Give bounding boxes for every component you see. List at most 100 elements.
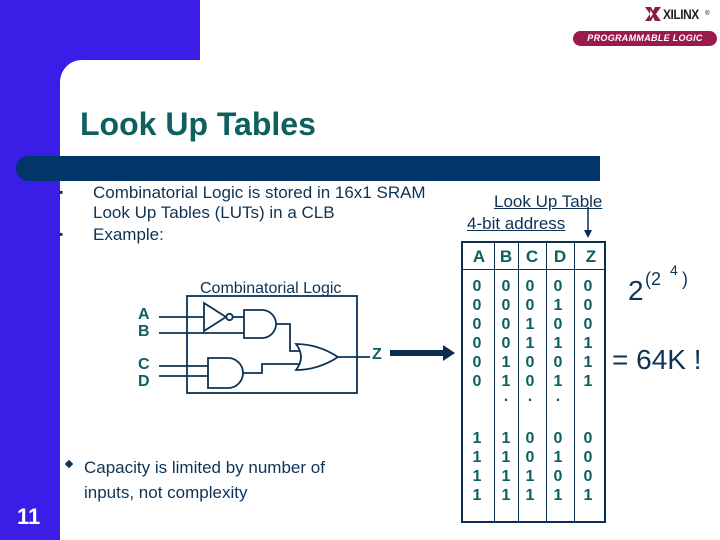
- header-c: C: [525, 247, 539, 266]
- formula-result: = 64K !: [612, 344, 702, 375]
- registered-mark: ®: [705, 11, 710, 17]
- cell: 0: [525, 373, 535, 390]
- cell: 1: [583, 335, 593, 352]
- tagline-badge: PROGRAMMABLE LOGIC: [573, 31, 717, 46]
- cell: 0: [553, 430, 563, 447]
- cell: 0: [583, 468, 593, 485]
- ellipsis-dot: .: [555, 388, 561, 405]
- ellipsis-dot: .: [503, 388, 509, 405]
- cell: 1: [501, 487, 511, 504]
- slide-content-area: [60, 60, 720, 540]
- diagram-label: Combinatorial Logic: [200, 280, 342, 297]
- cell: 0: [501, 335, 511, 352]
- cell: 1: [525, 335, 535, 352]
- cell: 1: [525, 316, 535, 333]
- capacity-line-2: inputs, not complexity: [84, 483, 248, 502]
- cell: 0: [525, 430, 535, 447]
- header-z: Z: [585, 247, 597, 266]
- capacity-line-1: Capacity is limited by number of: [84, 458, 325, 477]
- cell: 1: [501, 430, 511, 447]
- column-divider: [546, 243, 547, 521]
- formula-exponent-close: ): [682, 269, 688, 289]
- column-divider: [574, 243, 575, 521]
- cell: 1: [553, 373, 563, 390]
- input-b-label: B: [138, 323, 150, 340]
- logic-box: [186, 295, 358, 394]
- slide-title: Look Up Tables: [80, 106, 316, 142]
- and-gate-icon: [243, 309, 277, 339]
- cell: 1: [501, 373, 511, 390]
- cell: 1: [472, 487, 482, 504]
- lut-table: A B C D Z 0 0 0 0 0 0 0 0 1 0 0 0 1 0 0 …: [461, 241, 606, 523]
- cell: 0: [525, 449, 535, 466]
- cell: 0: [472, 316, 482, 333]
- not-gate-icon: [203, 301, 234, 333]
- or-gate-icon: [294, 343, 340, 371]
- cell: 0: [472, 278, 482, 295]
- cell: 1: [501, 354, 511, 371]
- cell: 1: [525, 487, 535, 504]
- output-z-label: Z: [372, 346, 382, 363]
- cell: 1: [472, 449, 482, 466]
- cell: 0: [525, 354, 535, 371]
- cell: 0: [472, 354, 482, 371]
- capacity-note: Capacity is limited by number of inputs,…: [84, 455, 404, 505]
- slide-number: 11: [17, 504, 41, 529]
- brand-name: XILINX: [663, 6, 699, 22]
- cell: 1: [553, 487, 563, 504]
- bullet-text-2: Example:: [93, 225, 164, 244]
- cell: 0: [583, 316, 593, 333]
- cell: 0: [501, 316, 511, 333]
- right-arrow-icon: [390, 345, 455, 361]
- bullet-marker: ▪: [59, 227, 64, 241]
- cell: 0: [583, 449, 593, 466]
- address-caption: 4-bit address: [467, 214, 566, 233]
- formula-exponent-open: (2: [645, 269, 662, 289]
- cell: 0: [553, 316, 563, 333]
- bullet-text-1b: Look Up Tables (LUTs) in a CLB: [93, 203, 335, 222]
- cell: 0: [501, 278, 511, 295]
- header-b: B: [499, 247, 513, 266]
- header-divider: [463, 269, 604, 270]
- cell: 1: [553, 297, 563, 314]
- cell: 1: [472, 468, 482, 485]
- column-divider: [494, 243, 495, 521]
- down-arrow-icon: [584, 207, 592, 238]
- cell: 0: [553, 354, 563, 371]
- cell: 0: [583, 297, 593, 314]
- ellipsis-dot: .: [527, 388, 533, 405]
- cell: 1: [501, 449, 511, 466]
- cell: 0: [472, 297, 482, 314]
- cell: 1: [472, 430, 482, 447]
- cell: 0: [525, 297, 535, 314]
- bullet-text-1a: Combinatorial Logic is stored in 16x1 SR…: [93, 183, 426, 202]
- formula-exponent-inner: 4: [670, 262, 678, 278]
- cell: 1: [583, 373, 593, 390]
- cell: 1: [553, 449, 563, 466]
- cell: 0: [583, 430, 593, 447]
- cell: 1: [501, 468, 511, 485]
- cell: 1: [583, 487, 593, 504]
- input-a-label: A: [138, 306, 150, 323]
- cell: 0: [525, 278, 535, 295]
- bullet-marker: ▪: [59, 185, 64, 199]
- formula-base: 2: [628, 275, 644, 306]
- cell: 0: [472, 335, 482, 352]
- cell: 0: [553, 468, 563, 485]
- column-divider: [518, 243, 519, 521]
- lut-caption: Look Up Table: [494, 192, 603, 211]
- header-a: A: [472, 247, 486, 266]
- left-sidebar: [0, 0, 60, 540]
- input-c-label: C: [138, 356, 150, 373]
- cell: 1: [525, 468, 535, 485]
- xilinx-x-icon: [645, 7, 661, 21]
- cell: 1: [583, 354, 593, 371]
- header-d: D: [553, 247, 567, 266]
- cell: 0: [553, 278, 563, 295]
- cell: 0: [583, 278, 593, 295]
- cell: 1: [553, 335, 563, 352]
- title-underline-bar: [16, 156, 600, 181]
- and-gate-icon: [207, 357, 244, 389]
- input-d-label: D: [138, 373, 150, 390]
